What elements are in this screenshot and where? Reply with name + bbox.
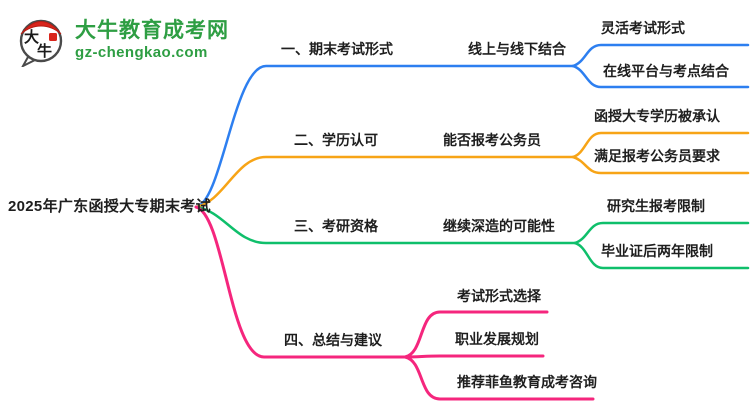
- branch2-main-line: [194, 155, 575, 209]
- branch2-level2-node: 能否报考公务员: [443, 132, 541, 148]
- branch2-leaf2-node: 满足报考公务员要求: [594, 148, 720, 164]
- branch1-leaf1-node: 灵活考试形式: [601, 20, 685, 36]
- branch1-main-line: [194, 64, 575, 209]
- site-name: 大牛教育成考网: [75, 19, 229, 42]
- branch3-leaf1-node: 研究生报考限制: [607, 198, 705, 214]
- branch4-main-line: [194, 205, 407, 359]
- branch2-leaf1-node: 函授大专学历被承认: [594, 108, 720, 124]
- root-node: 2025年广东函授大专期末考试: [8, 198, 211, 215]
- branch4-leaf2-node: 职业发展规划: [455, 331, 539, 347]
- branch3-leaf2-node: 毕业证后两年限制: [601, 243, 713, 259]
- branch1-leaf1-line: [571, 43, 750, 68]
- branch3-main-line: [194, 205, 577, 245]
- svg-text:牛: 牛: [37, 42, 52, 60]
- branch1-level1-node: 一、期末考试形式: [281, 41, 393, 57]
- branch4-leaf3-node: 推荐菲鱼教育成考咨询: [457, 374, 597, 390]
- branch2-leaf1-line: [571, 131, 750, 159]
- branch3-level1-node: 三、考研资格: [294, 218, 378, 234]
- branch4-leaf1-line: [403, 310, 549, 359]
- branch4-leaf1-node: 考试形式选择: [457, 288, 541, 304]
- branch1-level2-node: 线上与线下结合: [468, 41, 566, 57]
- site-logo: 大 牛 大牛教育成考网 gz-chengkao.com: [14, 13, 229, 67]
- branch3-leaf2-line: [573, 241, 750, 270]
- branch2-level1-node: 二、学历认可: [294, 132, 378, 148]
- branch4-level1-node: 四、总结与建议: [284, 332, 382, 348]
- branch1-leaf2-node: 在线平台与考点结合: [603, 63, 729, 79]
- branch4-leaf2-line: [403, 354, 545, 359]
- branch3-leaf1-line: [573, 221, 750, 245]
- branch3-level2-node: 继续深造的可能性: [443, 218, 555, 234]
- svg-text:大: 大: [24, 28, 39, 46]
- branch4-leaf3-line: [403, 355, 595, 401]
- site-url: gz-chengkao.com: [75, 44, 208, 61]
- branch1-leaf2-line: [571, 64, 750, 89]
- branch2-leaf2-line: [571, 155, 750, 175]
- daniu-logo-icon: 大 牛: [19, 19, 63, 67]
